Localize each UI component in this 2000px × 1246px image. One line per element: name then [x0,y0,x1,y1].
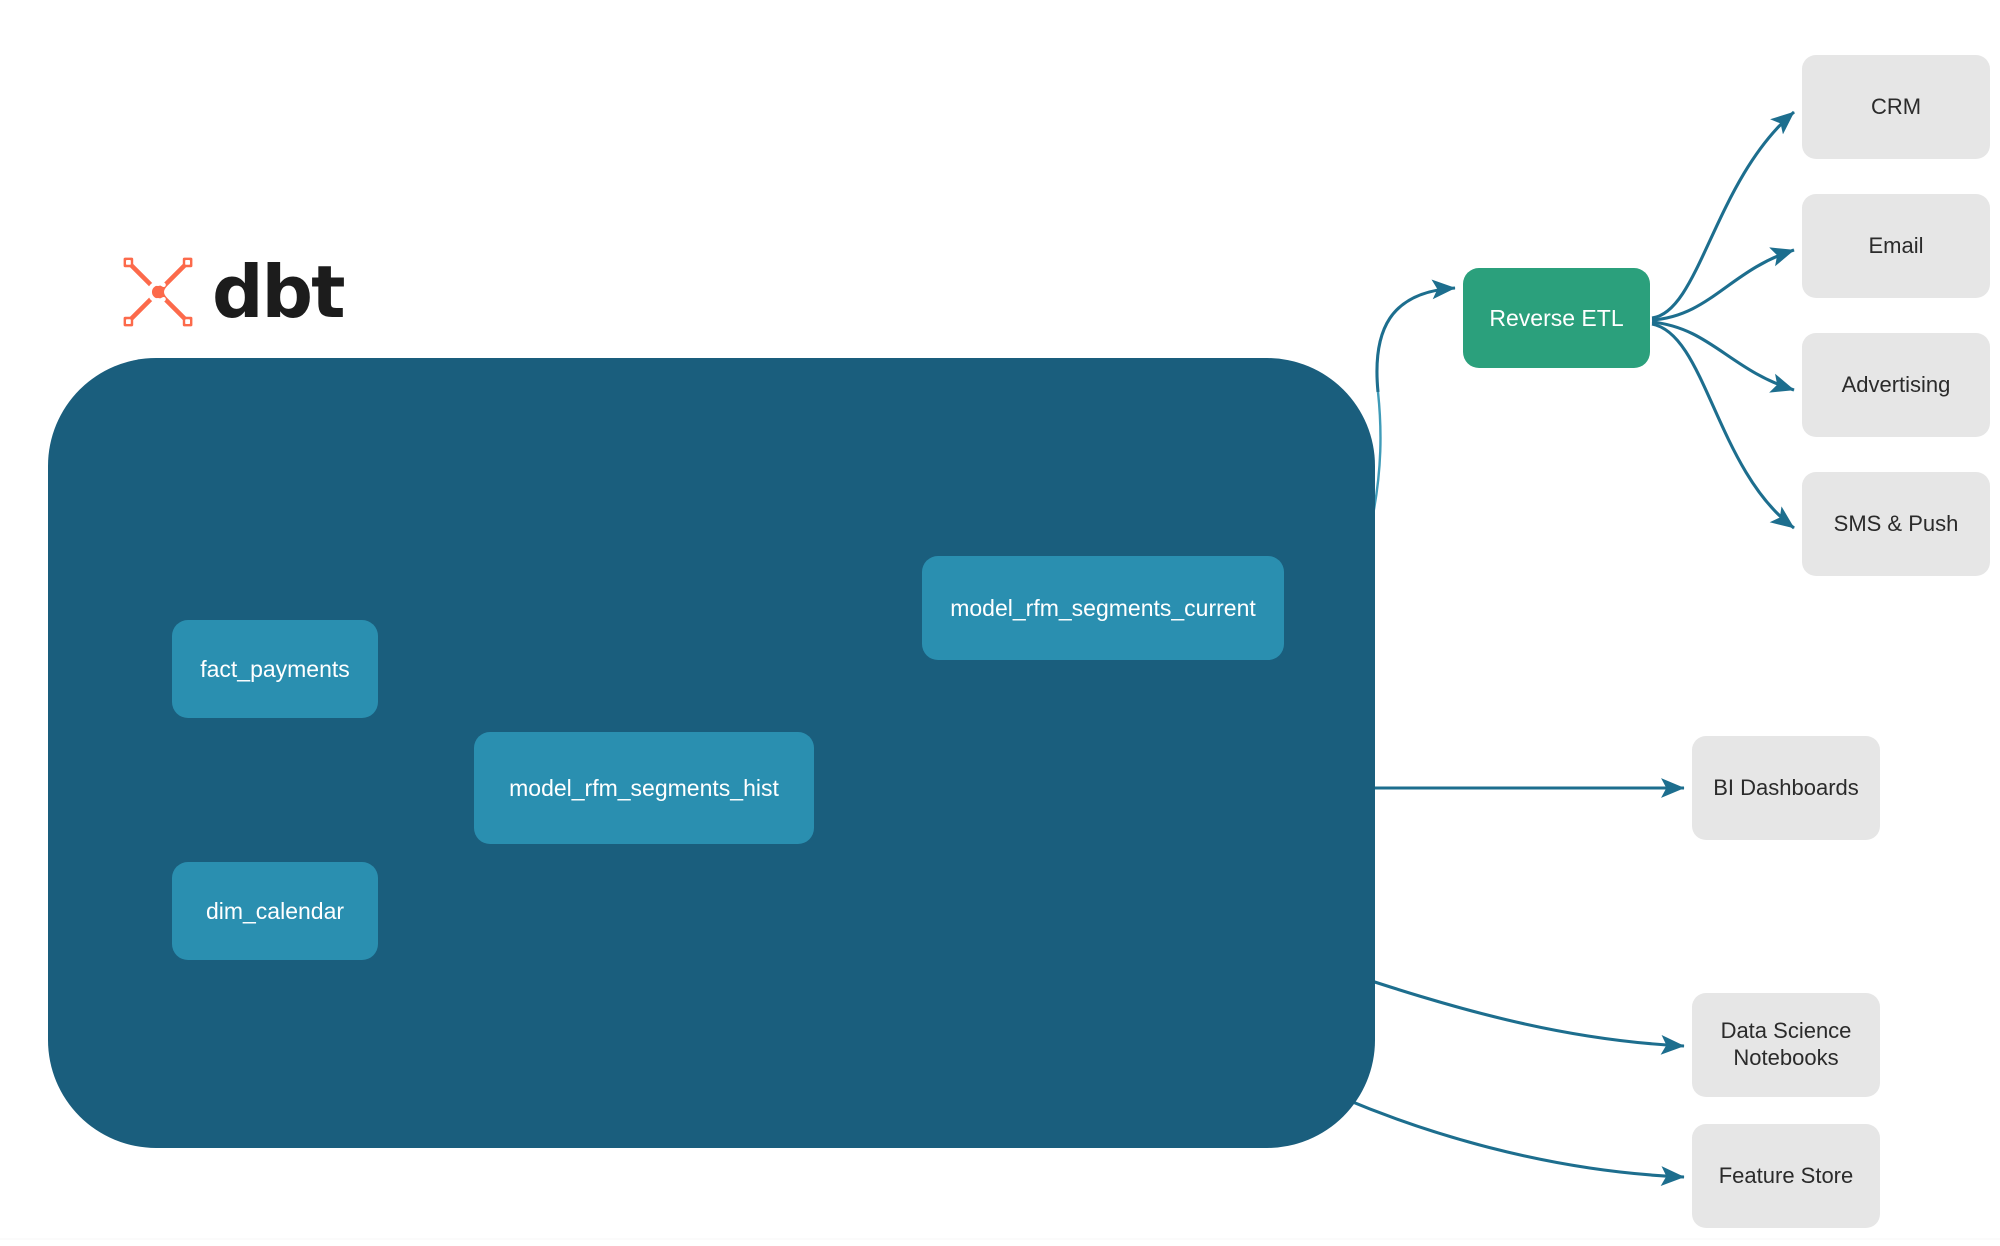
node-destination-crm[interactable]: CRM [1802,55,1990,159]
dbt-wordmark: dbt [212,250,345,334]
node-model-rfm-segments-current-label: model_rfm_segments_current [950,594,1256,621]
node-destination-feature-store-label: Feature Store [1718,1162,1854,1188]
node-destination-feature-store[interactable]: Feature Store [1692,1124,1880,1228]
bottom-rule [0,1238,2000,1240]
node-model-rfm-segments-current[interactable]: model_rfm_segments_current [922,556,1284,660]
node-destination-crm-label: CRM [1870,93,1922,119]
node-destination-data-science-notebooks[interactable]: Data Science Notebooks [1692,993,1880,1097]
node-fact-payments-label: fact_payments [200,655,350,682]
node-destination-advertising[interactable]: Advertising [1802,333,1990,437]
edge-etl-to-advertising [1651,320,1795,393]
node-destination-bi-dashboards[interactable]: BI Dashboards [1692,736,1880,840]
node-dim-calendar-label: dim_calendar [205,897,345,924]
node-destination-advertising-label: Advertising [1841,371,1951,397]
notebooks-label-line1: Data Science [1720,1018,1852,1044]
node-reverse-etl-label: Reverse ETL [1489,304,1624,331]
node-model-rfm-segments-hist[interactable]: model_rfm_segments_hist [474,732,814,844]
node-destination-bi-dashboards-label: BI Dashboards [1713,774,1859,800]
dbt-logo-icon [123,257,193,327]
edge-to-notebooks [1331,966,1685,1055]
node-dim-calendar[interactable]: dim_calendar [172,862,378,960]
node-destination-sms-push[interactable]: SMS & Push [1802,472,1990,576]
node-destination-email-label: Email [1868,232,1924,258]
node-model-rfm-segments-hist-label: model_rfm_segments_hist [509,774,779,801]
node-destination-email[interactable]: Email [1802,194,1990,298]
dbt-logo: dbt [118,250,345,334]
edge-etl-to-sms-push [1651,322,1795,530]
node-destination-data-science-notebooks-label: Data Science Notebooks [1703,1018,1870,1072]
edge-etl-to-email [1651,247,1795,322]
node-fact-payments[interactable]: fact_payments [172,620,378,718]
edge-etl-to-crm [1651,110,1796,320]
node-reverse-etl[interactable]: Reverse ETL [1463,268,1650,368]
notebooks-label-line2: Notebooks [1733,1045,1839,1070]
edge-current-to-reverse-etl [1375,279,1456,393]
node-destination-sms-push-label: SMS & Push [1833,510,1959,536]
